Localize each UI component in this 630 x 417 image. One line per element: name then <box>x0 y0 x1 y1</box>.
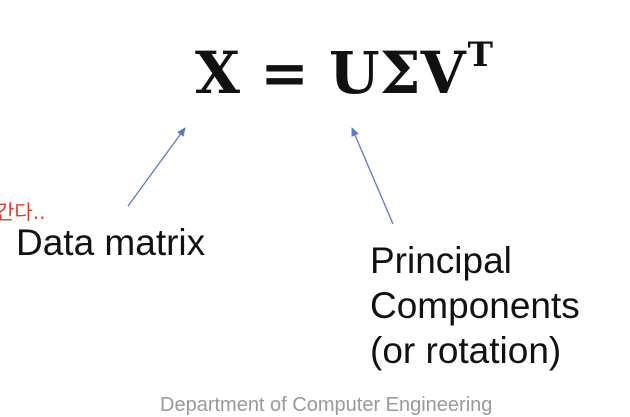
pc-line-2: Components <box>370 285 580 326</box>
principal-components-label: Principal Components (or rotation) <box>370 238 580 373</box>
arrow-data-to-x <box>127 127 186 207</box>
equation-superscript: T <box>467 35 493 75</box>
equation-equals: = <box>260 39 309 107</box>
pc-line-1: Principal <box>370 240 512 281</box>
svd-equation: X = UΣVT <box>195 38 493 102</box>
equation-rhs: UΣV <box>329 39 466 107</box>
pc-line-3: (or rotation) <box>370 330 562 371</box>
arrows <box>127 127 394 225</box>
data-matrix-label: Data matrix <box>16 222 206 263</box>
korean-annotation: 간다.. <box>0 200 46 224</box>
arrow-pc-to-u <box>351 127 394 225</box>
equation-lhs: X <box>195 39 241 107</box>
